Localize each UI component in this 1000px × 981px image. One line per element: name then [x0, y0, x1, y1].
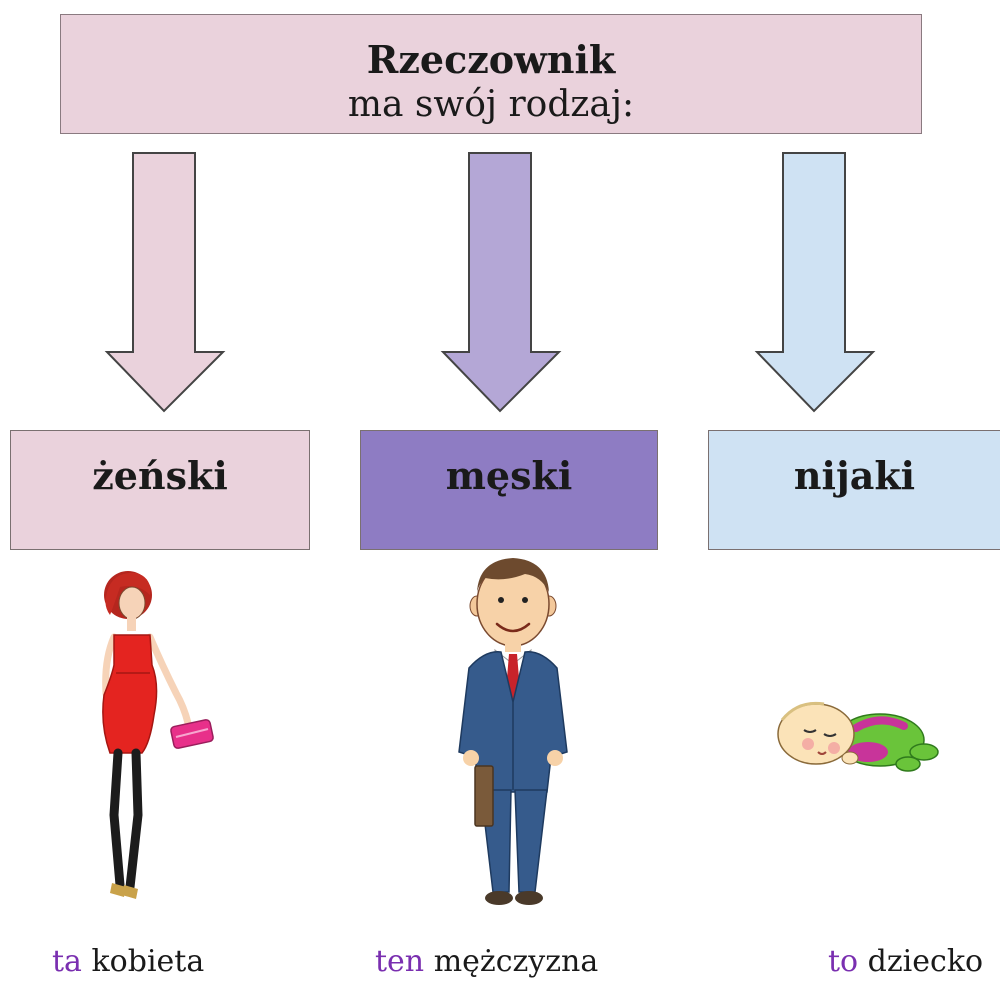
- man-in-suit-icon: [458, 558, 568, 905]
- sleeping-baby-icon: [777, 701, 939, 772]
- category-feminine-label: żeński: [92, 453, 228, 498]
- noun-kobieta: kobieta: [91, 944, 205, 979]
- category-neuter-box: nijaki: [708, 430, 1000, 550]
- noun-dziecko: dziecko: [867, 944, 984, 979]
- arrow-down-neuter: [754, 152, 876, 413]
- article-to: to: [828, 944, 859, 979]
- title-box: Rzeczownik ma swój rodzaj:: [60, 14, 922, 134]
- arrow-down-feminine: [104, 152, 226, 413]
- category-masculine-box: męski: [360, 430, 658, 550]
- caption-feminine: ta kobieta: [52, 944, 204, 979]
- caption-neuter: to dziecko: [828, 944, 983, 979]
- noun-mezczyzna: mężczyzna: [433, 944, 599, 979]
- caption-masculine: ten mężczyzna: [375, 944, 598, 979]
- category-neuter-label: nijaki: [793, 453, 916, 498]
- category-feminine-box: żeński: [10, 430, 310, 550]
- diagram-title: Rzeczownik: [366, 37, 616, 82]
- diagram-subtitle: ma swój rodzaj:: [347, 84, 635, 125]
- article-ta: ta: [52, 944, 82, 979]
- article-ten: ten: [375, 944, 425, 979]
- woman-in-red-dress-icon: [102, 571, 214, 899]
- arrow-down-masculine: [440, 152, 562, 413]
- category-masculine-label: męski: [445, 453, 573, 498]
